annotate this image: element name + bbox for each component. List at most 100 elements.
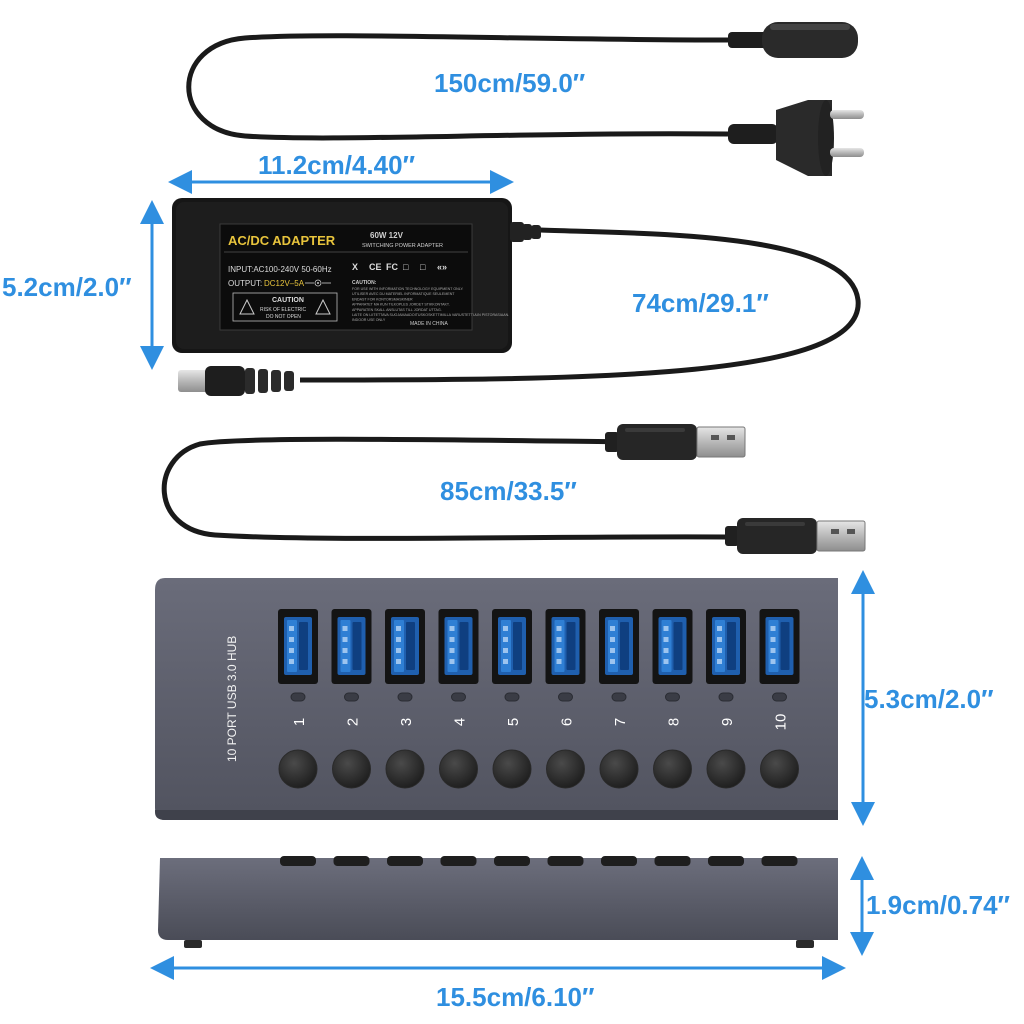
dc-plug-icon — [178, 366, 294, 396]
adapter-output-value: DC12V–5A — [264, 279, 305, 288]
usb-port-3[interactable]: 3 — [385, 609, 425, 789]
port-power-button[interactable] — [439, 749, 478, 789]
adapter-height-label: 5.2cm/2.0″ — [2, 272, 132, 302]
fineprint-line: UTILISER AVEC DU MATERIEL INFORMATIQUE S… — [352, 292, 455, 296]
port-number: 1 — [291, 718, 308, 726]
port-number: 9 — [719, 718, 736, 726]
port-number: 3 — [398, 718, 415, 726]
fineprint-line: APPARATET MA KUN TILKOPLES JORDET STIKKO… — [352, 303, 450, 307]
caution-title: CAUTION — [272, 297, 304, 304]
button-top — [333, 856, 370, 866]
button-top — [494, 856, 530, 866]
made-in: MADE IN CHINA — [410, 321, 448, 327]
compliance-mark: X — [352, 262, 358, 272]
port-led — [718, 692, 734, 702]
usb-port-1[interactable]: 1 — [278, 609, 318, 789]
hub-label: 10 PORT USB 3.0 HUB — [225, 636, 239, 762]
eu-plug-icon — [728, 100, 864, 176]
c7-connector-icon — [728, 22, 858, 58]
usb-port-5[interactable]: 5 — [492, 609, 532, 789]
port-led — [344, 692, 359, 702]
usb-cable-length-label: 85cm/33.5″ — [440, 476, 577, 506]
port-number: 10 — [773, 714, 790, 731]
compliance-mark: □ — [420, 262, 426, 272]
adapter-input: INPUT:AC100-240V 50-60Hz — [228, 265, 332, 274]
usb-port-6[interactable]: 6 — [545, 609, 586, 789]
port-led — [451, 692, 466, 702]
usb-port-8[interactable]: 8 — [652, 609, 693, 789]
fineprint-line: FOR USE WITH INFORMATION TECHNOLOGY EQUI… — [352, 287, 463, 291]
hub-button-tops — [280, 856, 798, 866]
usb-hub-side — [158, 856, 838, 948]
dc-cable-length-label: 74cm/29.1″ — [632, 288, 769, 318]
hub-length-label: 15.5cm/6.10″ — [436, 982, 595, 1012]
port-power-button[interactable] — [332, 749, 371, 789]
port-power-button[interactable] — [385, 749, 425, 789]
port-power-button[interactable] — [492, 749, 532, 789]
adapter-width-label: 11.2cm/4.40″ — [258, 150, 416, 180]
usb-port-10[interactable]: 10 — [759, 609, 800, 789]
port-number: 7 — [612, 718, 629, 726]
port-led — [397, 692, 413, 702]
caution-line-2: DO NOT OPEN — [266, 314, 301, 320]
usb-port-2[interactable]: 2 — [331, 609, 372, 789]
usb-port-9[interactable]: 9 — [706, 609, 746, 789]
port-led — [504, 692, 520, 702]
button-top — [547, 856, 584, 866]
port-led — [611, 692, 627, 702]
fineprint-line: ENDAST FOR KONTORSMASKINER — [352, 297, 413, 301]
port-led — [558, 692, 573, 702]
usb-cable — [161, 436, 729, 541]
button-top — [761, 856, 798, 866]
rubber-foot — [796, 940, 814, 948]
caution-line-1: RISK OF ELECTRIC — [260, 307, 307, 313]
hub-height-label: 5.3cm/2.0″ — [864, 684, 994, 714]
dc-cable — [299, 227, 861, 383]
button-top — [387, 856, 423, 866]
adapter-output-prefix: OUTPUT: — [228, 279, 262, 288]
port-led — [290, 692, 306, 702]
fineprint-line: LAITE ON LIITETTAVA SUOJAMAADOITUSKOSKET… — [352, 313, 509, 317]
compliance-mark: FC — [386, 262, 398, 272]
caution-header: CAUTION: — [352, 280, 377, 286]
adapter-rating: 60W 12V — [370, 231, 404, 240]
usb-a-plug-icon — [605, 424, 746, 460]
warning-triangle-icon — [315, 298, 331, 315]
power-cord — [186, 22, 864, 176]
button-top — [601, 856, 637, 866]
compliance-mark: CE — [369, 262, 382, 272]
port-power-button[interactable] — [599, 749, 639, 789]
port-number: 4 — [452, 718, 469, 726]
adapter-title: AC/DC ADAPTER — [228, 233, 336, 248]
usb-port-7[interactable]: 7 — [599, 609, 639, 789]
button-top — [280, 856, 316, 866]
port-led — [665, 692, 680, 702]
port-power-button[interactable] — [760, 749, 799, 789]
polarity-icon — [305, 279, 331, 287]
button-top — [708, 856, 744, 866]
fineprint-line: INDOOR USE ONLY — [352, 318, 386, 322]
button-top — [654, 856, 691, 866]
fineprint-line: APPARATEN SKALL ANSLUTAS TILL JORDAT UTT… — [352, 308, 442, 312]
hub-thickness-label: 1.9cm/0.74″ — [866, 890, 1011, 920]
port-number: 5 — [505, 718, 522, 726]
power-cord-length-label: 150cm/59.0″ — [434, 68, 586, 98]
usb-port-row: 1 2 3 4 5 6 7 8 9 10 — [278, 609, 800, 789]
port-power-button[interactable] — [278, 749, 318, 789]
port-number: 2 — [345, 718, 362, 726]
port-power-button[interactable] — [653, 749, 692, 789]
adapter-type: SWITCHING POWER ADAPTER — [362, 243, 443, 249]
warning-triangle-icon — [239, 298, 255, 315]
rubber-foot — [184, 940, 202, 948]
adapter-fineprint: FOR USE WITH INFORMATION TECHNOLOGY EQUI… — [352, 287, 509, 322]
port-number: 6 — [559, 718, 576, 726]
usb-port-4[interactable]: 4 — [438, 609, 479, 789]
usb-a-plug-icon — [725, 518, 866, 554]
port-power-button[interactable] — [706, 749, 746, 789]
port-power-button[interactable] — [546, 749, 585, 789]
usb-hub-front: 10 PORT USB 3.0 HUB 1 2 3 4 5 6 7 8 9 10 — [155, 578, 838, 820]
port-number: 8 — [666, 718, 683, 726]
